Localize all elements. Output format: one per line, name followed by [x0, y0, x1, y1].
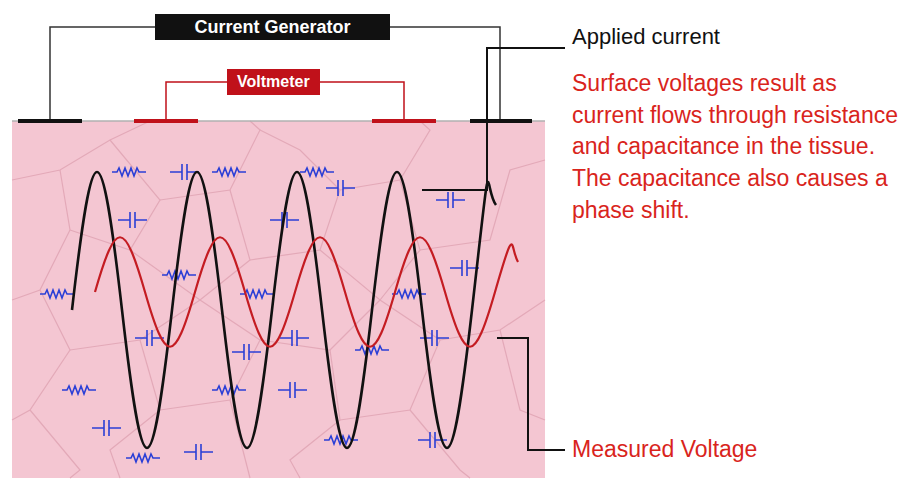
current-electrode: [18, 119, 82, 123]
callout-label: Measured Voltage: [572, 436, 892, 464]
cell-boundaries: [12, 121, 545, 478]
box-title: Current Generator: [194, 17, 350, 38]
leader-line: [422, 48, 565, 190]
voltmeter-box: Voltmeter: [227, 69, 320, 95]
generator-wire: [50, 27, 500, 119]
note-text: Surface voltages result as current flows…: [572, 68, 898, 227]
voltage-electrode: [372, 119, 436, 123]
current-electrode: [470, 119, 532, 123]
callout-label: Applied current: [572, 24, 892, 50]
measured-voltage-wave: [95, 237, 518, 347]
generator-box: Current Generator: [155, 14, 390, 40]
box-title: Voltmeter: [237, 73, 310, 91]
applied-current-wave: [72, 172, 496, 448]
tissue-region: [12, 121, 545, 478]
voltage-electrode: [134, 119, 198, 123]
leader-line: [497, 338, 565, 450]
